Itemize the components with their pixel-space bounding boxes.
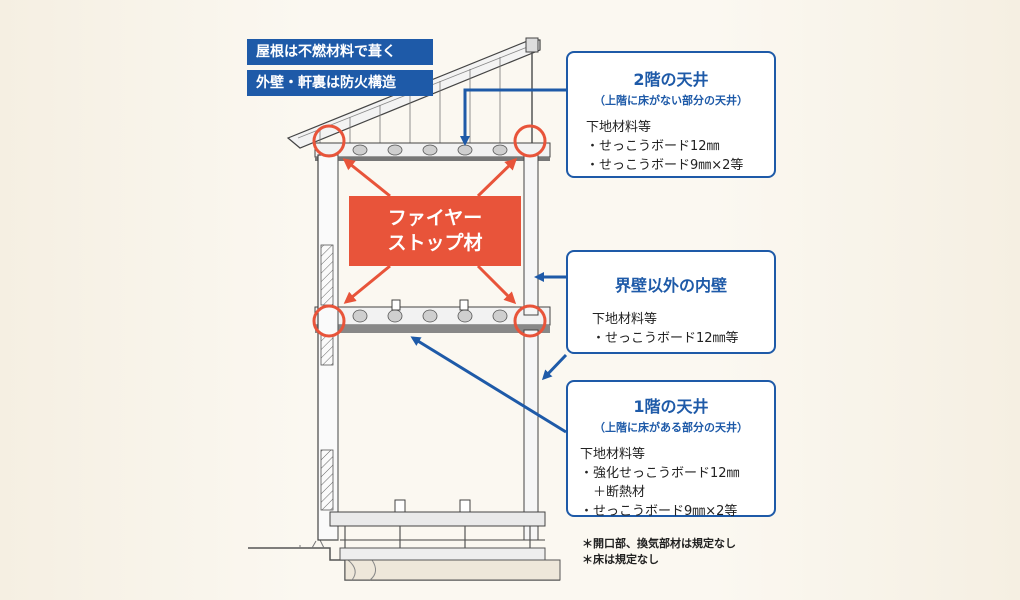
ceiling-2f-band — [314, 142, 551, 161]
floor-2f-band — [314, 299, 551, 333]
fire-stop-line-1: ファイヤー — [387, 207, 483, 229]
callout-line: ＋断熱材 — [580, 485, 646, 500]
floor-1f — [329, 499, 546, 561]
exterior-wall-label: 外壁・軒裏は防火構造 — [247, 70, 433, 96]
callout-body: 下地材料等 ・強化せっこうボード12㎜ ＋断熱材 ・せっこうボード9㎜×2等 — [568, 445, 774, 521]
callout-inner-wall: 界壁以外の内壁 下地材料等 ・せっこうボード12㎜等 — [566, 250, 776, 354]
callout-title: 2階の天井 — [633, 70, 709, 89]
callout-leaders — [410, 88, 568, 434]
footnote: ＊開口部、換気部材は規定なし — [582, 537, 736, 550]
interior-wall — [523, 154, 539, 541]
fire-stop-marker — [312, 304, 346, 338]
roof-material-label: 屋根は不燃材料で葺く — [247, 39, 433, 65]
fire-stop-line-2: ストップ材 — [387, 232, 483, 254]
fire-stop-marker — [312, 124, 346, 158]
callout-line: ・強化せっこうボード12㎜ — [580, 466, 740, 481]
callout-line: 下地材料等 — [586, 120, 652, 135]
exterior-wall — [317, 154, 339, 541]
callout-line: 下地材料等 — [580, 447, 646, 462]
callout-body: 下地材料等 ・せっこうボード12㎜等 — [568, 310, 774, 348]
callout-subtitle: （上階に床がない部分の天井） — [594, 94, 748, 107]
footnotes: ＊開口部、換気部材は規定なし ＊床は規定なし — [582, 536, 736, 568]
callout-subtitle: （上階に床がある部分の天井） — [594, 421, 748, 434]
ground — [248, 539, 561, 581]
fire-stop-label: ファイヤー ストップ材 — [349, 196, 521, 266]
callout-line: 下地材料等 — [592, 312, 658, 327]
footnote: ＊床は規定なし — [582, 553, 659, 566]
fire-stop-marker — [513, 304, 547, 338]
callout-title: 界壁以外の内壁 — [614, 276, 727, 295]
callout-line: ・せっこうボード12㎜等 — [592, 331, 739, 346]
callout-line: ・せっこうボード9㎜×2等 — [586, 158, 744, 173]
callout-line: ・せっこうボード12㎜ — [586, 139, 720, 154]
callout-body: 下地材料等 ・せっこうボード12㎜ ・せっこうボード9㎜×2等 — [568, 118, 774, 175]
fire-stop-arrows — [342, 157, 518, 305]
callout-title: 1階の天井 — [633, 397, 709, 416]
fire-stop-marker — [513, 124, 547, 158]
callout-ceiling-1f: 1階の天井 （上階に床がある部分の天井） 下地材料等 ・強化せっこうボード12㎜… — [566, 380, 776, 519]
fire-stop-markers — [312, 124, 547, 338]
callout-ceiling-2f: 2階の天井 （上階に床がない部分の天井） 下地材料等 ・せっこうボード12㎜ ・… — [566, 51, 776, 178]
callout-line: ・せっこうボード9㎜×2等 — [580, 504, 738, 519]
